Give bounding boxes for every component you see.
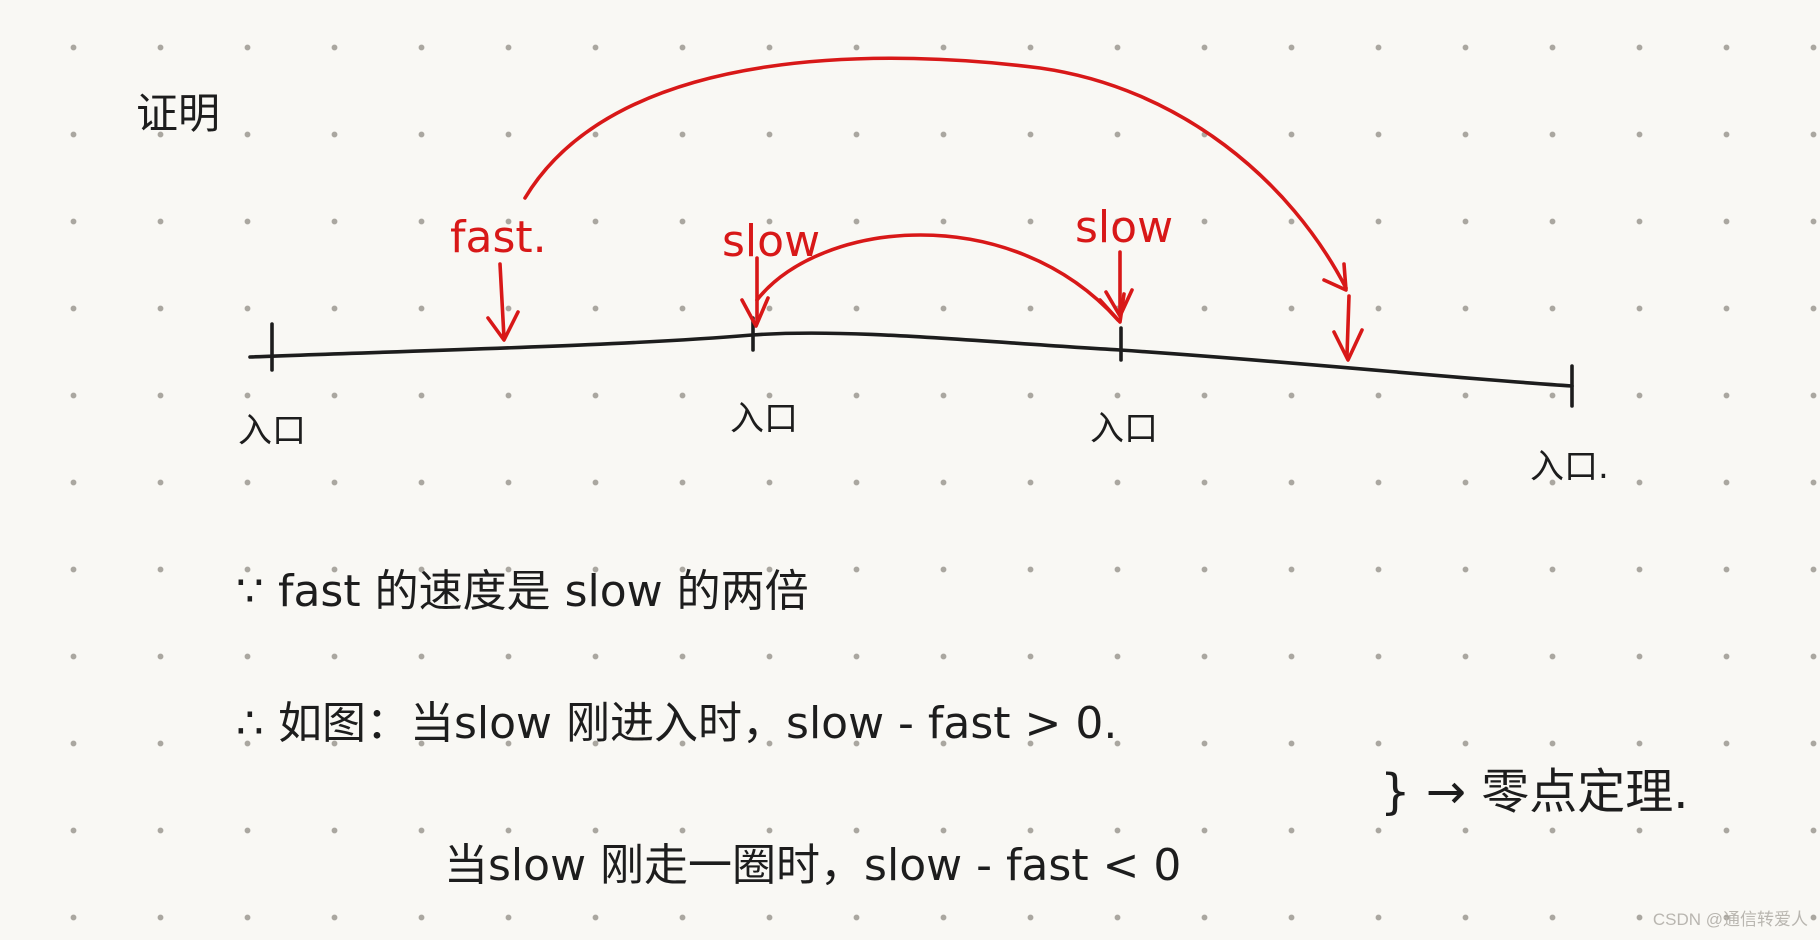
slow-arc (755, 233, 1120, 322)
fast-end-down-arrow (1345, 294, 1351, 357)
fast-marker-label: fast. (450, 212, 547, 263)
entry-label-1: 入口 (238, 411, 306, 451)
entry-label-3: 入口 (1090, 409, 1158, 449)
reason-line-2: ∴ 如图：当slow 刚进入时，slow - fast > 0. (236, 698, 1117, 749)
path-line (248, 331, 1574, 388)
slow-marker-label-left: slow (722, 216, 820, 267)
slow-left-arrow-head (740, 296, 770, 328)
reason-line-3: 当slow 刚走一圈时，slow - fast < 0 (444, 840, 1181, 891)
slow-arc-arrow-head (1098, 292, 1126, 324)
entry-label-2: 入口 (730, 399, 798, 439)
reason-line-1: ∵ fast 的速度是 slow 的两倍 (236, 566, 809, 617)
conclusion-zero-point-theorem: } → 零点定理. (1380, 764, 1689, 820)
slow-marker-label-right: slow (1075, 202, 1173, 253)
fast-arc-arrow-head (1322, 262, 1348, 292)
fast-arrow-head (486, 310, 520, 342)
entry-label-4: 入口. (1530, 447, 1609, 487)
fast-down-arrow (498, 262, 506, 340)
fast-arc (523, 56, 1348, 290)
proof-title: 证明 (136, 89, 220, 138)
csdn-watermark: CSDN @通信转爱人 (1652, 910, 1808, 929)
fast-end-arrow-head (1332, 328, 1364, 362)
